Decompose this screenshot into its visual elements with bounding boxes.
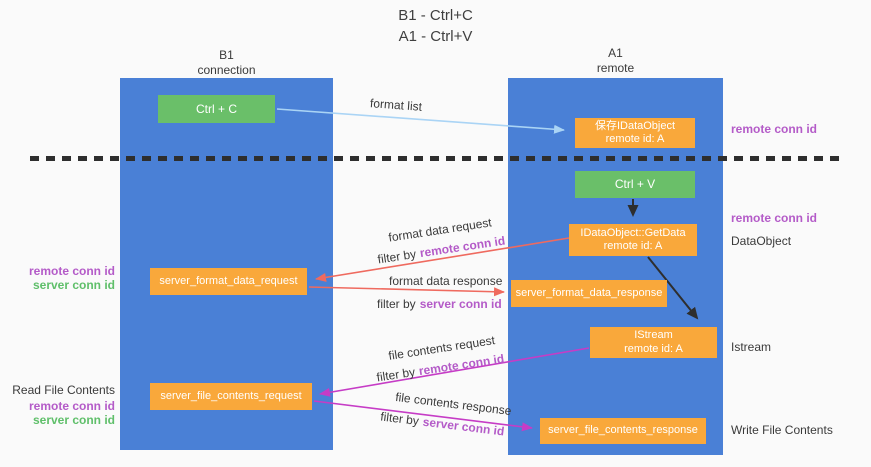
lane-b1-subtitle: connection — [197, 63, 256, 77]
idataobject-getdata-box: IDataObject::GetData remote id: A — [569, 224, 697, 256]
ctrl-c-button-box: Ctrl + C — [158, 95, 275, 123]
left-remote-conn-id-label-1: remote conn id — [28, 264, 115, 278]
title-line-1: B1 - Ctrl+C — [398, 7, 473, 24]
server-format-data-response-label: server_format_data_response — [515, 286, 663, 299]
save-idataobject-box: 保存IDataObject remote id: A — [575, 118, 695, 148]
left-remote-conn-id-label-2: remote conn id — [28, 399, 115, 413]
server-format-data-request-box: server_format_data_request — [150, 268, 307, 295]
left-read-file-contents-label: Read File Contents — [12, 383, 115, 397]
filter-by-text-2: filter by — [377, 297, 416, 311]
filter-by-text-4: filter by — [379, 409, 420, 429]
left-server-conn-id-label-1: server conn id — [32, 278, 115, 292]
right-write-file-contents-label: Write File Contents — [731, 423, 833, 437]
ctrl-v-label: Ctrl + V — [614, 177, 656, 192]
server-file-contents-response-label: server_file_contents_response — [548, 424, 698, 437]
right-dataobject-label: DataObject — [731, 234, 792, 248]
filter-by-text-1: filter by — [376, 246, 418, 267]
right-remote-conn-id-label-1: remote conn id — [731, 122, 818, 136]
format-data-response-label: format data response — [389, 274, 503, 288]
lane-header-b1: B1 connection — [120, 48, 333, 78]
lane-b1-name: B1 — [219, 48, 234, 62]
istream-line1: IStream — [634, 329, 673, 342]
server-conn-id-text-2: server conn id — [421, 414, 506, 439]
title-line-2: A1 - Ctrl+V — [398, 27, 473, 45]
left-server-conn-id-label-2: server conn id — [32, 413, 115, 427]
server-file-contents-response-box: server_file_contents_response — [540, 418, 706, 444]
ctrl-c-label: Ctrl + C — [195, 101, 237, 116]
format-list-label: format list — [369, 96, 423, 114]
save-idataobject-line1: 保存IDataObject — [594, 119, 676, 132]
lane-a1-subtitle: remote — [596, 61, 635, 75]
server-format-data-response-box: server_format_data_response — [511, 280, 667, 307]
istream-line2: remote id: A — [624, 342, 683, 355]
getdata-line2: remote id: A — [603, 240, 663, 252]
diagram-title: B1 - Ctrl+C A1 - Ctrl+V — [0, 6, 871, 47]
server-file-contents-request-label: server_file_contents_request — [160, 389, 302, 402]
right-istream-label: Istream — [731, 340, 772, 354]
server-file-contents-request-box: server_file_contents_request — [150, 383, 312, 410]
lane-header-a1: A1 remote — [508, 46, 723, 76]
istream-box: IStream remote id: A — [590, 327, 717, 358]
right-remote-conn-id-label-2: remote conn id — [731, 211, 818, 225]
server-conn-id-text-1: server conn id — [419, 297, 502, 311]
phase-divider-dashed-line — [30, 156, 845, 161]
server-format-data-request-label: server_format_data_request — [159, 274, 298, 287]
lane-a1-name: A1 — [608, 46, 623, 60]
save-idataobject-line2: remote id: A — [605, 133, 665, 145]
getdata-line1: IDataObject::GetData — [580, 226, 686, 239]
filter-by-text-3: filter by — [375, 364, 417, 385]
ctrl-v-button-box: Ctrl + V — [575, 171, 695, 198]
